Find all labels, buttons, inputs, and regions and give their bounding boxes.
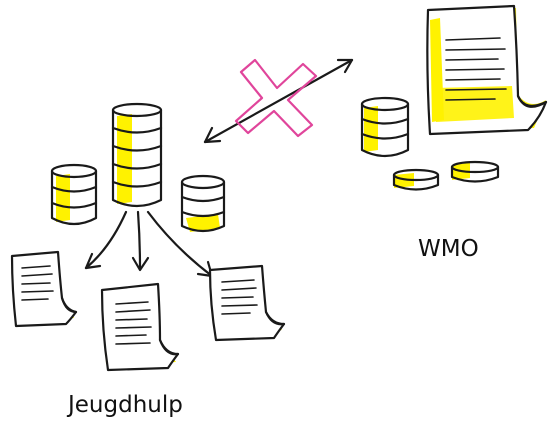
wmo-group xyxy=(360,4,548,191)
jeugdhulp-group xyxy=(10,102,286,372)
wmo-database-icon xyxy=(360,96,410,158)
cross-icon xyxy=(234,58,318,138)
distribution-arrows xyxy=(84,210,214,278)
jeugdhulp-document-icon-left xyxy=(10,250,78,328)
blocked-connection xyxy=(203,58,354,144)
jeugdhulp-right-database-icon xyxy=(180,174,226,233)
wmo-document-icon xyxy=(426,4,548,136)
wmo-disk-icon-2 xyxy=(450,160,500,183)
wmo-disk-icon xyxy=(392,168,440,191)
wmo-label: WMO xyxy=(418,236,479,262)
jeugdhulp-central-database-icon xyxy=(111,102,163,208)
double-arrow-icon xyxy=(203,58,354,144)
jeugdhulp-document-icon-middle xyxy=(100,282,180,372)
jeugdhulp-document-icon-right xyxy=(208,264,286,342)
jeugdhulp-label: Jeugdhulp xyxy=(68,392,183,418)
jeugdhulp-left-database-icon xyxy=(50,163,98,226)
